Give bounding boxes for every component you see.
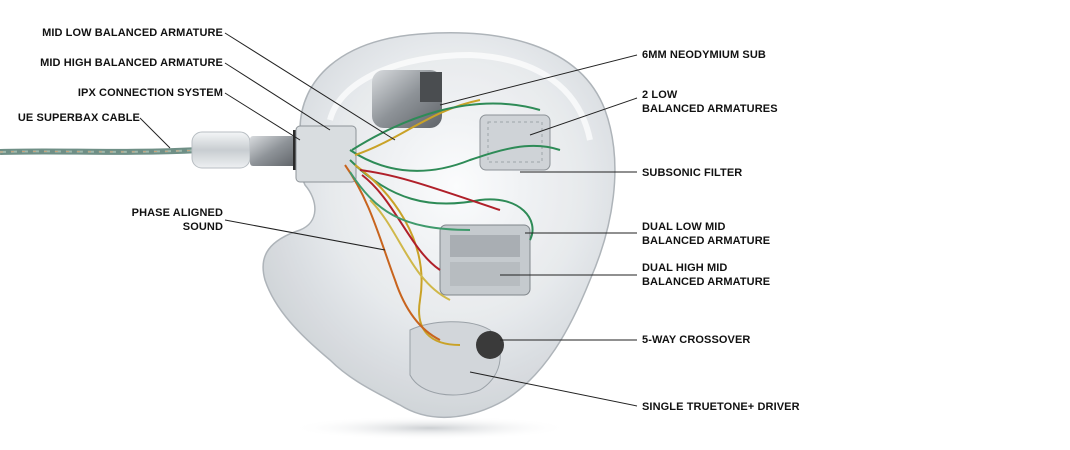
label-dual-high-mid-line-2: BALANCED ARMATURE xyxy=(642,275,770,289)
neodymium-sub-driver xyxy=(372,70,442,128)
label-superbax-cable: UE SUPERBAX CABLE xyxy=(18,111,140,125)
blank-margin xyxy=(830,0,1070,450)
label-phase-line-2: SOUND xyxy=(132,220,223,234)
ipx-connector xyxy=(192,130,307,170)
label-dual-high-mid-line-1: DUAL HIGH MID xyxy=(642,261,770,275)
mid-armature-stack xyxy=(440,225,530,295)
leader-cable xyxy=(140,118,170,148)
label-5way-crossover: 5-WAY CROSSOVER xyxy=(642,333,750,347)
superbax-cable xyxy=(0,150,200,152)
low-balanced-armatures xyxy=(480,115,550,170)
label-low-ba-line-1: 2 LOW xyxy=(642,88,778,102)
label-dual-high-mid: DUAL HIGH MID BALANCED ARMATURE xyxy=(642,261,770,289)
label-phase-line-1: PHASE ALIGNED xyxy=(132,206,223,220)
label-dual-low-mid-line-1: DUAL LOW MID xyxy=(642,220,770,234)
label-low-balanced-armatures: 2 LOW BALANCED ARMATURES xyxy=(642,88,778,116)
label-low-ba-line-2: BALANCED ARMATURES xyxy=(642,102,778,116)
label-subsonic-filter: SUBSONIC FILTER xyxy=(642,166,742,180)
label-phase-aligned: PHASE ALIGNED SOUND xyxy=(132,206,223,234)
label-neodymium-sub: 6MM NEODYMIUM SUB xyxy=(642,48,766,62)
label-truetone-driver: SINGLE TRUETONE+ DRIVER xyxy=(642,400,800,414)
label-dual-low-mid-line-2: BALANCED ARMATURE xyxy=(642,234,770,248)
label-ipx-connection: IPX CONNECTION SYSTEM xyxy=(78,86,223,100)
label-mid-low-ba: MID LOW BALANCED ARMATURE xyxy=(42,26,223,40)
label-mid-high-ba: MID HIGH BALANCED ARMATURE xyxy=(40,56,223,70)
jack-housing xyxy=(296,126,356,182)
label-dual-low-mid: DUAL LOW MID BALANCED ARMATURE xyxy=(642,220,770,248)
ground-shadow xyxy=(290,416,570,440)
